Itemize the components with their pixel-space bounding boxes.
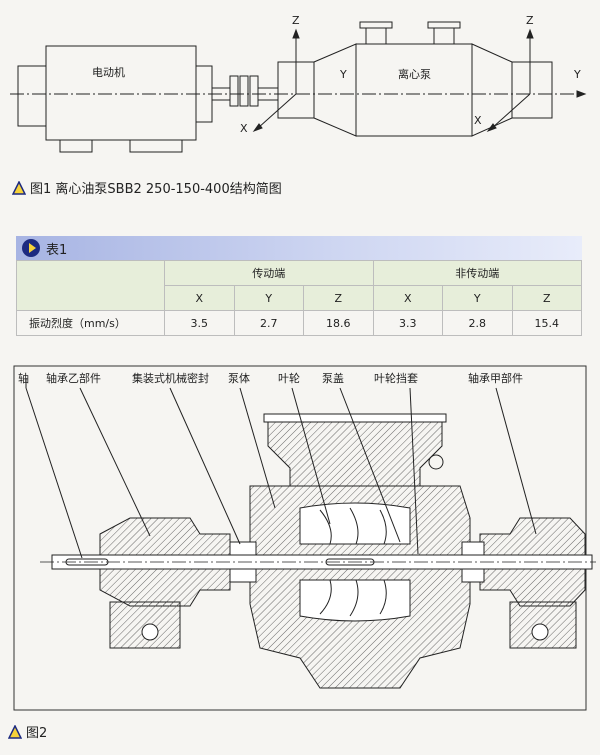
axis-arrow [252, 123, 263, 133]
axis-arrow [486, 123, 497, 133]
triangle-icon [8, 724, 22, 739]
pump-nozzle-right [433, 27, 455, 45]
label-impeller-sleeve: 叶轮挡套 [374, 371, 418, 385]
nozzle-flange [263, 413, 447, 423]
label-casing: 泵体 [228, 371, 250, 385]
table-row: X Y Z X Y Z [17, 285, 582, 311]
axis-label-y-left: Y [339, 68, 347, 81]
motor-body [45, 45, 197, 141]
axis-x-right [491, 93, 531, 129]
figure1-schematic: 电动机 离心泵 Z Y X Z Y X [10, 14, 587, 153]
pump-nozzle-flange-left [359, 21, 393, 29]
table-cell: 18.6 [303, 310, 374, 336]
axis-x-left [257, 93, 297, 129]
axis-label-z-right: Z [526, 14, 534, 27]
figure1-caption: 图1 离心油泵SBB2 250-150-400结构简图 [12, 178, 282, 197]
triangle-icon [12, 180, 26, 195]
table-row: 传动端 非传动端 [16, 260, 582, 311]
support-bolt [141, 623, 159, 641]
row-label: 振动烈度（mm/s） [16, 310, 165, 336]
leader-line [25, 387, 83, 559]
table-cell: 3.3 [372, 310, 443, 336]
motor-end-cap-left [17, 65, 47, 127]
axis-label-y-right: Y [573, 68, 581, 81]
label-bearing-a: 轴承甲部件 [468, 371, 523, 385]
support-bolt [531, 623, 549, 641]
discharge-nozzle [267, 419, 443, 487]
figure2-caption-text: 图2 [26, 726, 48, 741]
pump-cone-left [313, 43, 357, 137]
coupling-disc [229, 75, 239, 107]
impeller-vanes [319, 579, 387, 617]
pump-bearing-right [511, 61, 553, 119]
leader-line [339, 387, 401, 543]
table-title-bar: 表1 [16, 236, 582, 260]
header-non-drive-end: 非传动端 [372, 260, 582, 286]
figure2-caption: 图2 [8, 722, 47, 741]
label-impeller: 叶轮 [278, 371, 300, 385]
figure2-cross-section: 轴 轴承乙部件 集装式机械密封 泵体 叶轮 泵盖 叶轮挡套 轴承甲部件 [13, 365, 596, 711]
vibration-table: 传动端 非传动端 X Y Z X Y Z 振动烈度（mm/s） 3.5 2.7 … [16, 260, 582, 336]
motor-foot-left [59, 139, 93, 153]
axis-label-x-left: X [240, 122, 248, 135]
axis-label-z-left: Z [292, 14, 300, 27]
axis-header: Y [442, 285, 513, 311]
axis-arrow [576, 90, 587, 98]
axis-arrow [292, 28, 300, 39]
motor-foot-right [129, 139, 183, 153]
motor-label: 电动机 [92, 65, 125, 79]
leader-line [169, 387, 241, 545]
leader-line [291, 387, 331, 525]
header-drive-end: 传动端 [164, 260, 374, 286]
impeller-vanes [319, 507, 387, 545]
leader-line [239, 387, 276, 509]
leader-line [79, 387, 151, 537]
coupling-disc [239, 75, 249, 107]
axis-header: X [372, 285, 443, 311]
axis-label-x-right: X [474, 114, 482, 127]
axis-header: Y [233, 285, 304, 311]
bearing-support-left [109, 601, 181, 649]
table-row: 振动烈度（mm/s） 3.5 2.7 18.6 3.3 2.8 15.4 [16, 310, 582, 336]
table-title: 表1 [46, 242, 68, 258]
pump-body [355, 43, 473, 137]
axis-header: Z [303, 285, 374, 311]
axis-header: Z [511, 285, 582, 311]
label-pump-cover: 泵盖 [322, 371, 344, 385]
figure2-frame [13, 365, 587, 711]
pump-nozzle-flange-right [427, 21, 461, 29]
axis-arrow [526, 28, 534, 39]
pump-nozzle-left [365, 27, 387, 45]
play-icon [22, 239, 40, 257]
coupling-disc [249, 75, 259, 107]
table-corner [16, 260, 165, 311]
figure1-caption-text: 图1 离心油泵SBB2 250-150-400结构简图 [30, 182, 282, 197]
impeller-upper [299, 502, 411, 545]
table-cell: 15.4 [511, 310, 582, 336]
impeller-lower [299, 579, 411, 622]
label-shaft: 轴 [18, 371, 29, 385]
label-bearing-b: 轴承乙部件 [46, 371, 101, 385]
table-cell: 2.7 [233, 310, 304, 336]
axis-header: X [164, 285, 235, 311]
table-cell: 2.8 [442, 310, 513, 336]
leader-line [495, 387, 537, 535]
leader-line [409, 387, 419, 555]
pump-label: 离心泵 [398, 67, 431, 81]
label-mechanical-seal: 集装式机械密封 [132, 371, 209, 385]
lifting-eye [428, 454, 444, 470]
table-cell: 3.5 [164, 310, 235, 336]
